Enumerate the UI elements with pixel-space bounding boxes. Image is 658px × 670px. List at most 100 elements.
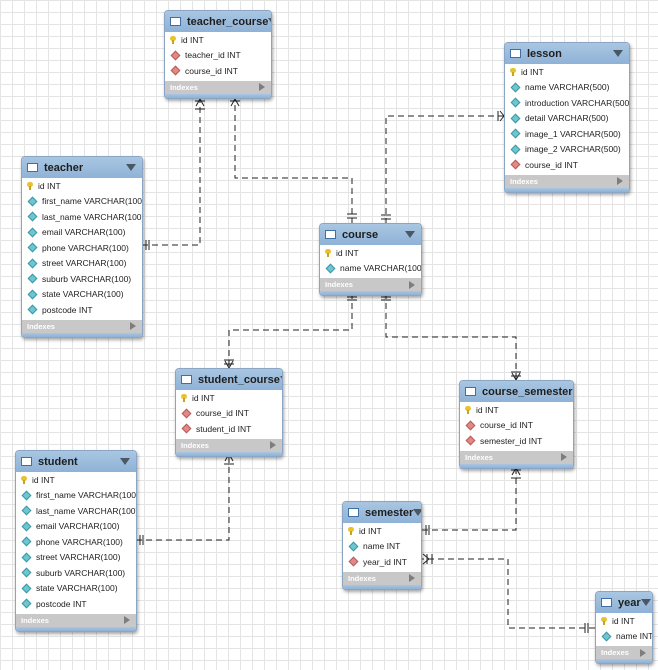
column-row[interactable]: name INT	[343, 539, 421, 555]
column-row[interactable]: student_id INT	[176, 421, 282, 437]
column-row[interactable]: id INT	[460, 402, 573, 418]
foreign-key-icon	[510, 159, 521, 170]
expand-arrow-icon[interactable]	[409, 280, 415, 289]
chevron-down-icon[interactable]	[572, 388, 573, 395]
column-row[interactable]: semester_id INT	[460, 433, 573, 449]
table-course-semester[interactable]: course_semester id INT course_id INT sem…	[459, 380, 574, 469]
column-row[interactable]: id INT	[165, 32, 271, 48]
attribute-icon	[348, 541, 359, 552]
expand-arrow-icon[interactable]	[130, 322, 136, 330]
primary-key-icon	[465, 405, 471, 414]
column-row[interactable]: street VARCHAR(100)	[16, 550, 136, 566]
column-row[interactable]: last_name VARCHAR(100)	[16, 503, 136, 519]
expand-arrow-icon[interactable]	[124, 616, 130, 624]
table-semester[interactable]: semester id INT name INT year_id INT Ind…	[342, 501, 422, 590]
column-row[interactable]: name VARCHAR(500)	[505, 80, 629, 96]
chevron-down-icon[interactable]	[640, 599, 651, 606]
column-row[interactable]: name INT	[596, 629, 652, 645]
table-header[interactable]: lesson	[505, 43, 629, 64]
column-row[interactable]: first_name VARCHAR(100)	[22, 194, 142, 210]
expand-arrow-icon[interactable]	[640, 648, 646, 657]
table-course[interactable]: course id INT name VARCHAR(100) Indexes	[319, 223, 422, 296]
column-row[interactable]: email VARCHAR(100)	[16, 519, 136, 535]
column-row[interactable]: image_2 VARCHAR(500)	[505, 142, 629, 158]
table-teacher-course[interactable]: teacher_course id INT teacher_id INT cou…	[164, 10, 272, 99]
column-label: detail VARCHAR(500)	[525, 113, 609, 124]
expand-arrow-icon[interactable]	[409, 574, 415, 582]
chevron-down-icon[interactable]	[613, 50, 623, 57]
table-teacher[interactable]: teacher id INT first_name VARCHAR(100) l…	[21, 156, 143, 338]
column-row[interactable]: suburb VARCHAR(100)	[16, 565, 136, 581]
column-row[interactable]: course_id INT	[165, 63, 271, 79]
indexes-section[interactable]: Indexes	[596, 646, 652, 659]
column-row[interactable]: year_id INT	[343, 554, 421, 570]
expand-arrow-icon[interactable]	[270, 441, 276, 449]
indexes-section[interactable]: Indexes	[460, 450, 573, 464]
indexes-section[interactable]: Indexes	[343, 571, 421, 585]
column-row[interactable]: id INT	[505, 64, 629, 80]
chevron-down-icon[interactable]	[120, 458, 130, 465]
attribute-icon	[27, 304, 38, 315]
table-student-course[interactable]: student_course id INT course_id INT stud…	[175, 368, 283, 457]
column-row[interactable]: first_name VARCHAR(100)	[16, 488, 136, 504]
column-row[interactable]: id INT	[320, 245, 421, 261]
attribute-icon	[21, 521, 32, 532]
column-row[interactable]: email VARCHAR(100)	[22, 225, 142, 241]
chevron-down-icon[interactable]	[405, 231, 415, 238]
column-row[interactable]: id INT	[343, 523, 421, 539]
column-row[interactable]: id INT	[16, 472, 136, 488]
column-row[interactable]: phone VARCHAR(100)	[16, 534, 136, 550]
column-row[interactable]: suburb VARCHAR(100)	[22, 271, 142, 287]
table-lesson[interactable]: lesson id INT name VARCHAR(500) introduc…	[504, 42, 630, 193]
foreign-key-icon	[181, 423, 192, 434]
chevron-down-icon[interactable]	[413, 509, 421, 516]
column-row[interactable]: course_id INT	[505, 157, 629, 173]
expand-arrow-icon[interactable]	[259, 83, 265, 91]
chevron-down-icon[interactable]	[268, 18, 271, 25]
chevron-down-icon[interactable]	[279, 376, 282, 383]
table-header[interactable]: course	[320, 224, 421, 245]
column-label: state VARCHAR(100)	[36, 583, 118, 594]
table-student[interactable]: student id INT first_name VARCHAR(100) l…	[15, 450, 137, 632]
indexes-section[interactable]: Indexes	[165, 80, 271, 94]
foreign-key-icon	[170, 65, 181, 76]
table-header[interactable]: student	[16, 451, 136, 472]
column-row[interactable]: course_id INT	[176, 406, 282, 422]
chevron-down-icon[interactable]	[126, 164, 136, 171]
column-row[interactable]: teacher_id INT	[165, 48, 271, 64]
column-label: id INT	[181, 34, 204, 45]
column-row[interactable]: postcode INT	[22, 302, 142, 318]
column-row[interactable]: id INT	[22, 178, 142, 194]
column-row[interactable]: name VARCHAR(100)	[320, 261, 421, 277]
column-row[interactable]: state VARCHAR(100)	[16, 581, 136, 597]
indexes-label: Indexes	[170, 82, 198, 92]
table-year[interactable]: year id INT name INT Indexes	[595, 591, 653, 664]
table-header[interactable]: teacher	[22, 157, 142, 178]
indexes-section[interactable]: Indexes	[320, 278, 421, 291]
column-row[interactable]: street VARCHAR(100)	[22, 256, 142, 272]
column-row[interactable]: last_name VARCHAR(100)	[22, 209, 142, 225]
table-header[interactable]: year	[596, 592, 652, 613]
column-row[interactable]: state VARCHAR(100)	[22, 287, 142, 303]
column-row[interactable]: introduction VARCHAR(500)	[505, 95, 629, 111]
column-row[interactable]: id INT	[596, 613, 652, 629]
column-row[interactable]: image_1 VARCHAR(500)	[505, 126, 629, 142]
table-header[interactable]: student_course	[176, 369, 282, 390]
column-label: phone VARCHAR(100)	[42, 242, 129, 253]
column-row[interactable]: detail VARCHAR(500)	[505, 111, 629, 127]
indexes-section[interactable]: Indexes	[22, 319, 142, 333]
column-row[interactable]: postcode INT	[16, 596, 136, 612]
expand-arrow-icon[interactable]	[561, 453, 567, 461]
rel-teacher-teacher-course	[142, 97, 201, 246]
table-header[interactable]: semester	[343, 502, 421, 523]
column-row[interactable]: course_id INT	[460, 418, 573, 434]
table-header[interactable]: course_semester	[460, 381, 573, 402]
column-label: state VARCHAR(100)	[42, 289, 124, 300]
table-header[interactable]: teacher_course	[165, 11, 271, 32]
indexes-section[interactable]: Indexes	[16, 613, 136, 627]
column-row[interactable]: id INT	[176, 390, 282, 406]
expand-arrow-icon[interactable]	[617, 177, 623, 185]
indexes-section[interactable]: Indexes	[505, 174, 629, 188]
column-row[interactable]: phone VARCHAR(100)	[22, 240, 142, 256]
indexes-section[interactable]: Indexes	[176, 438, 282, 452]
